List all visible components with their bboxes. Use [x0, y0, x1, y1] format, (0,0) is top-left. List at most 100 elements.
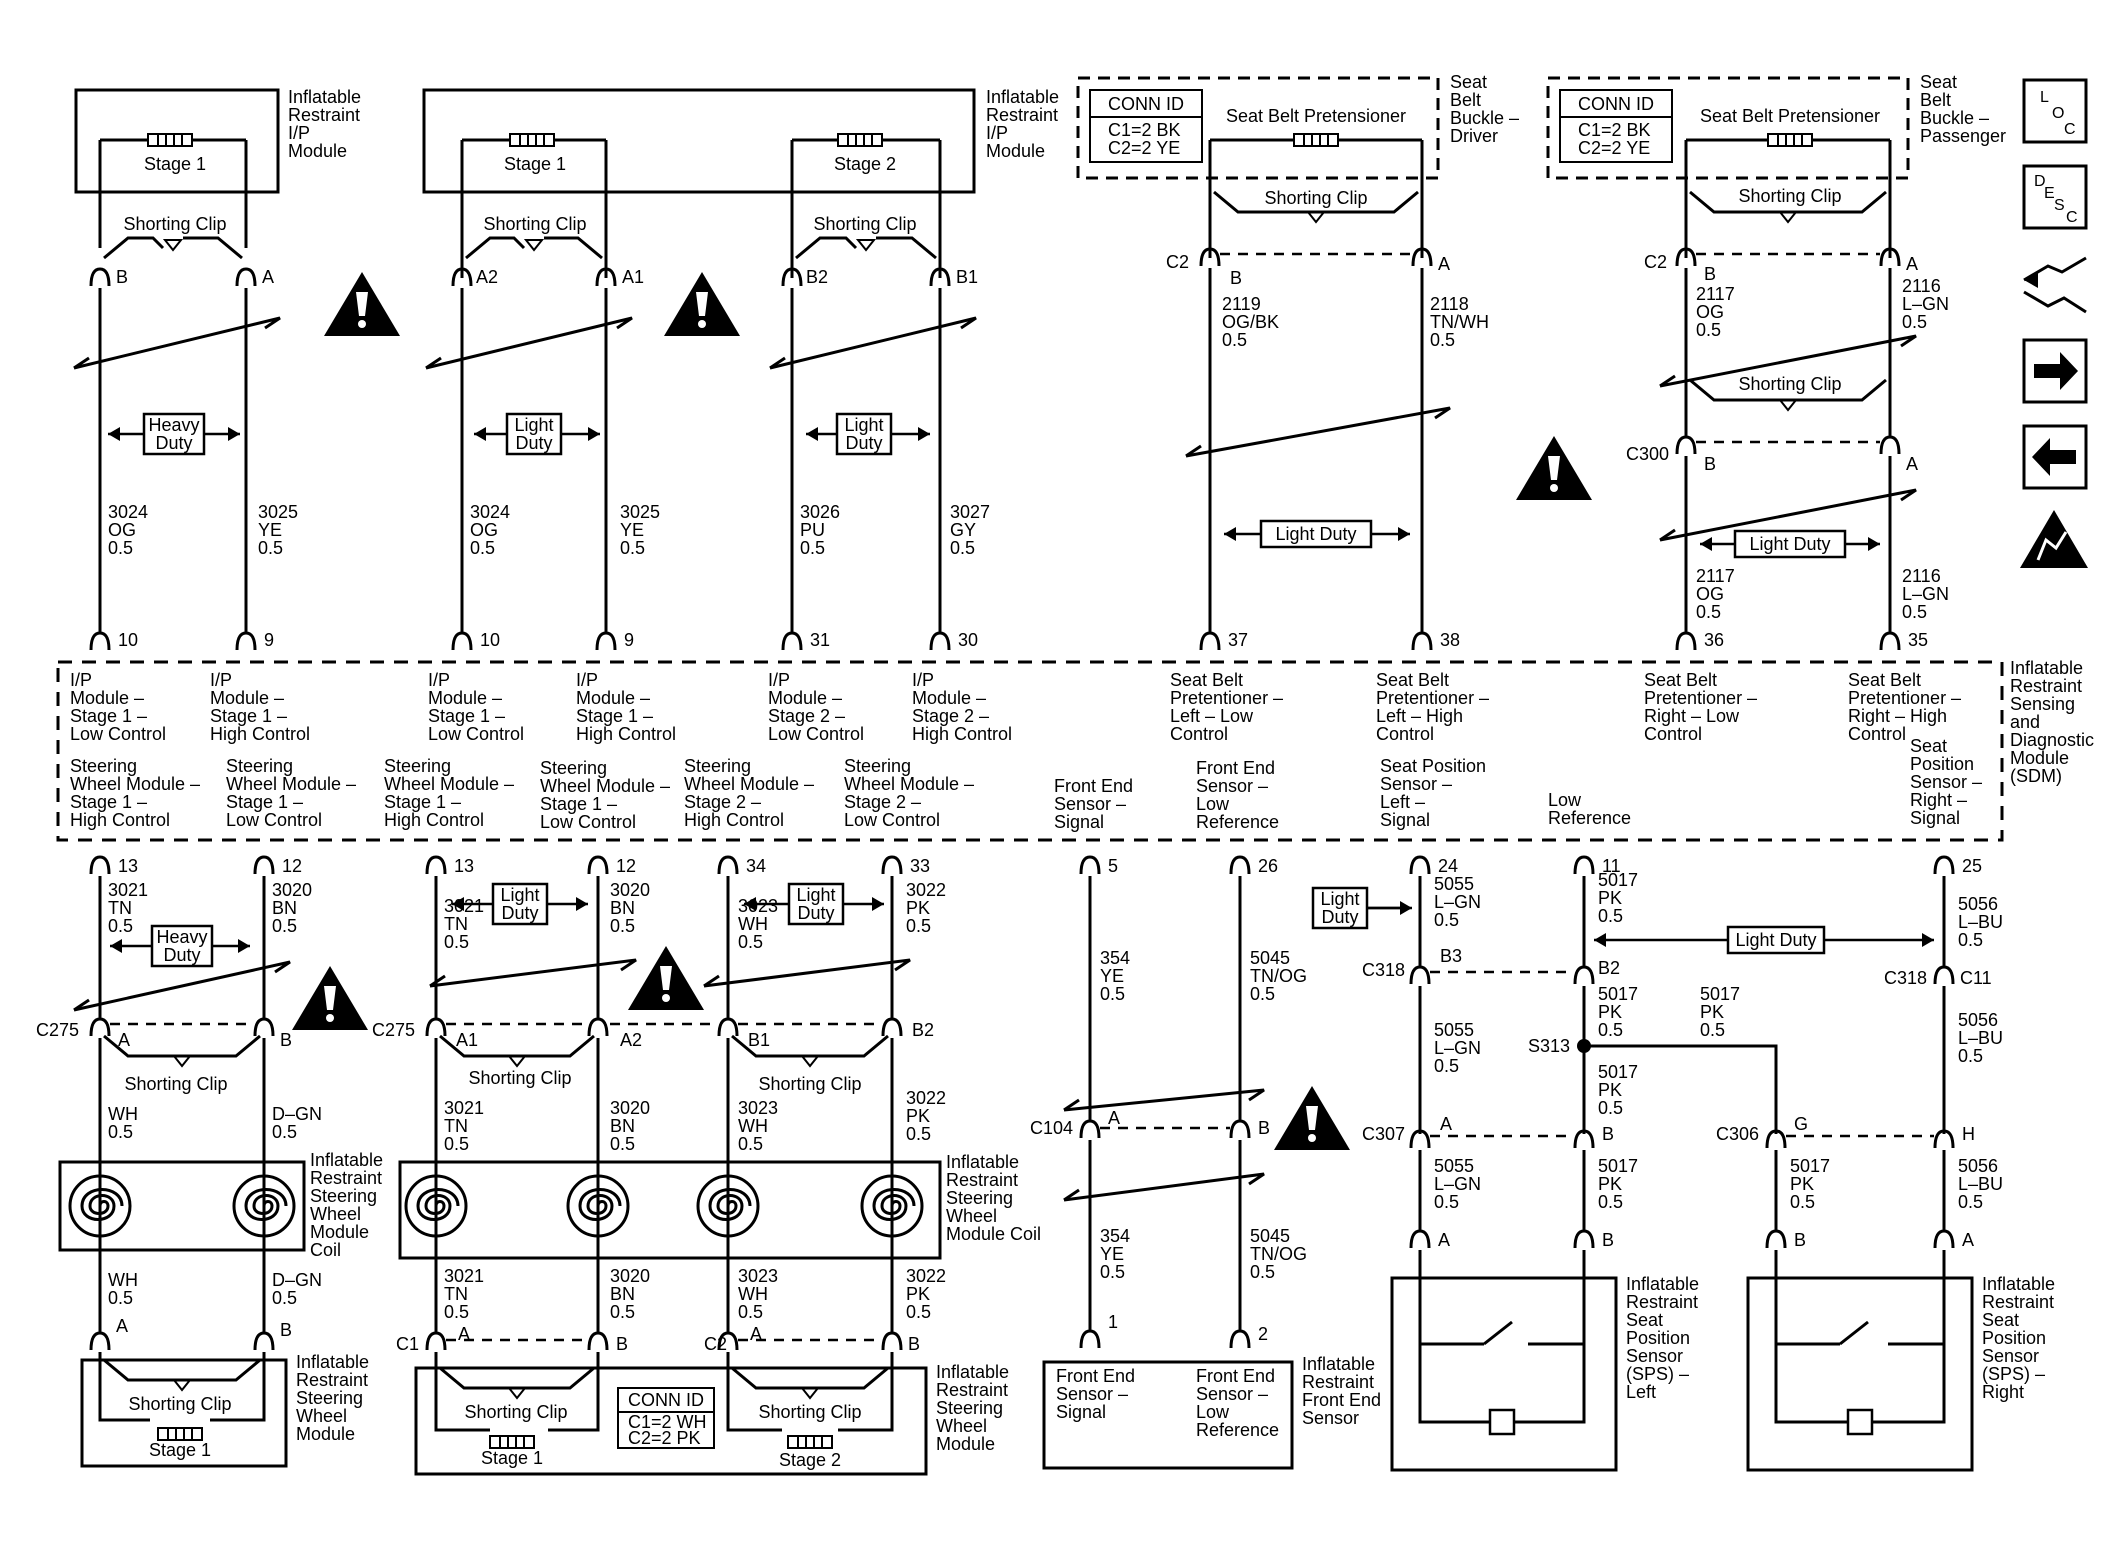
wire	[548, 1352, 600, 1432]
fes-label: Low	[1196, 1402, 1230, 1422]
harness-icon	[2024, 272, 2038, 288]
terminal-icon	[781, 631, 803, 652]
fes-label: Front End	[1056, 1366, 1135, 1386]
terminal-icon	[1409, 965, 1431, 986]
wire-label: PK	[1598, 1080, 1622, 1100]
sdm-pin-label: Right – High	[1848, 706, 1947, 726]
shorting-clip-label: Shorting Clip	[1738, 374, 1841, 394]
wire-label: 3027	[950, 502, 990, 522]
connector-label: C104	[1030, 1118, 1073, 1138]
sdm-pin-label: Seat Belt	[1848, 670, 1921, 690]
sdm-pin-label: Seat Position	[1380, 756, 1486, 776]
duty-label: Duty	[845, 433, 882, 453]
pin-label: A	[1438, 1230, 1450, 1250]
wire	[1528, 1250, 1586, 1346]
fes-label: Signal	[1056, 1402, 1106, 1422]
wire-label: 5045	[1250, 948, 1290, 968]
pin-number: 35	[1908, 630, 1928, 650]
wire-label: OG/BK	[1222, 312, 1279, 332]
wire-label: 2116	[1902, 276, 1941, 296]
wire-break	[1659, 528, 1676, 542]
duty-label: Light	[796, 885, 835, 905]
shorting-clip-label: Shorting Clip	[813, 214, 916, 234]
wire-label: 0.5	[108, 538, 133, 558]
wire-break	[429, 958, 637, 988]
pretensioner-driver-box	[1076, 76, 1440, 180]
sw-module-label: Steering	[296, 1388, 363, 1408]
duty-label: Heavy	[148, 415, 199, 435]
sdm-pin-label: Module –	[428, 688, 502, 708]
arrow-icon	[1224, 527, 1236, 541]
sdm-pin-label: Steering	[226, 756, 293, 776]
sdm-pin-label: Stage 2 –	[844, 792, 921, 812]
pin-label: B	[908, 1334, 920, 1354]
pin-label: B	[116, 267, 128, 287]
wire-label: 5045	[1250, 1226, 1290, 1246]
wire	[210, 1352, 266, 1422]
sdm-pin-label: Low Control	[428, 724, 524, 744]
wire-label: 0.5	[1790, 1192, 1815, 1212]
fes-component-label: Sensor	[1302, 1408, 1359, 1428]
wire-label: 0.5	[258, 538, 283, 558]
wire-label: PK	[906, 1284, 930, 1304]
wire-label: 3026	[800, 502, 840, 522]
duty-label: Light	[500, 885, 539, 905]
terminal-icon	[1933, 855, 1955, 876]
wire-label: PK	[906, 898, 930, 918]
pin-label: B	[280, 1320, 292, 1340]
resistor-icon	[1488, 1408, 1516, 1436]
pin-label: B	[1602, 1230, 1614, 1250]
wire	[1888, 1250, 1946, 1346]
pin-label: A	[1440, 1114, 1452, 1134]
wire	[1872, 1344, 1946, 1424]
sdm-pin-label: Stage 1 –	[576, 706, 653, 726]
connector-label: C306	[1716, 1124, 1759, 1144]
pin-label: B	[1602, 1124, 1614, 1144]
wire-label: 3023	[738, 1098, 778, 1118]
terminal-icon	[1573, 965, 1595, 986]
wire	[1584, 1044, 1778, 1134]
connector-label: C2	[1166, 252, 1189, 272]
resistor-icon	[1846, 1408, 1874, 1436]
sdm-pin-label: Steering	[70, 756, 137, 776]
wire-label: 0.5	[1700, 1020, 1725, 1040]
shorting-clip	[465, 236, 526, 260]
wire-label: 3020	[272, 880, 312, 900]
pin-label: A	[1962, 1230, 1974, 1250]
sdm-pin-label: Low Control	[70, 724, 166, 744]
squib-icon	[787, 1435, 833, 1449]
wire-label: 3020	[610, 1266, 650, 1286]
duty-label: Light	[1320, 889, 1359, 909]
wire-label: L–GN	[1902, 294, 1949, 314]
wire-break	[1185, 406, 1451, 458]
connector-label: C275	[372, 1020, 415, 1040]
connector-label: C318	[1884, 968, 1927, 988]
component-label: Seat Belt Pretensioner	[1226, 106, 1406, 126]
wire-break	[769, 316, 977, 370]
terminal-icon	[881, 1331, 903, 1352]
sw-module-label: Restraint	[936, 1380, 1008, 1400]
wire-label: 0.5	[738, 1134, 763, 1154]
sdm-pin-label: Module –	[210, 688, 284, 708]
pin-label: B2	[806, 267, 828, 287]
wire-label: 354	[1100, 948, 1130, 968]
sdm-pin-label: Reference	[1548, 808, 1631, 828]
sw-module-label: Steering	[936, 1398, 1003, 1418]
wire-label: 3021	[108, 880, 148, 900]
wire-label: L–GN	[1434, 1038, 1481, 1058]
pin-number: 9	[624, 630, 634, 650]
wire-label: PK	[906, 1106, 930, 1126]
terminal-icon	[929, 631, 951, 652]
fes-label: Sensor –	[1196, 1384, 1268, 1404]
arrow-icon	[806, 427, 818, 441]
pin-number: 12	[616, 856, 636, 876]
duty-label: Light	[514, 415, 553, 435]
warning-icon	[1516, 436, 1592, 500]
ip-module-label: Inflatable	[288, 87, 361, 107]
sps-label: Restraint	[1626, 1292, 1698, 1312]
wire-break	[1063, 1188, 1080, 1202]
terminal-icon	[1079, 855, 1101, 876]
wire-label: 0.5	[610, 1134, 635, 1154]
sps-label: Sensor	[1982, 1346, 2039, 1366]
